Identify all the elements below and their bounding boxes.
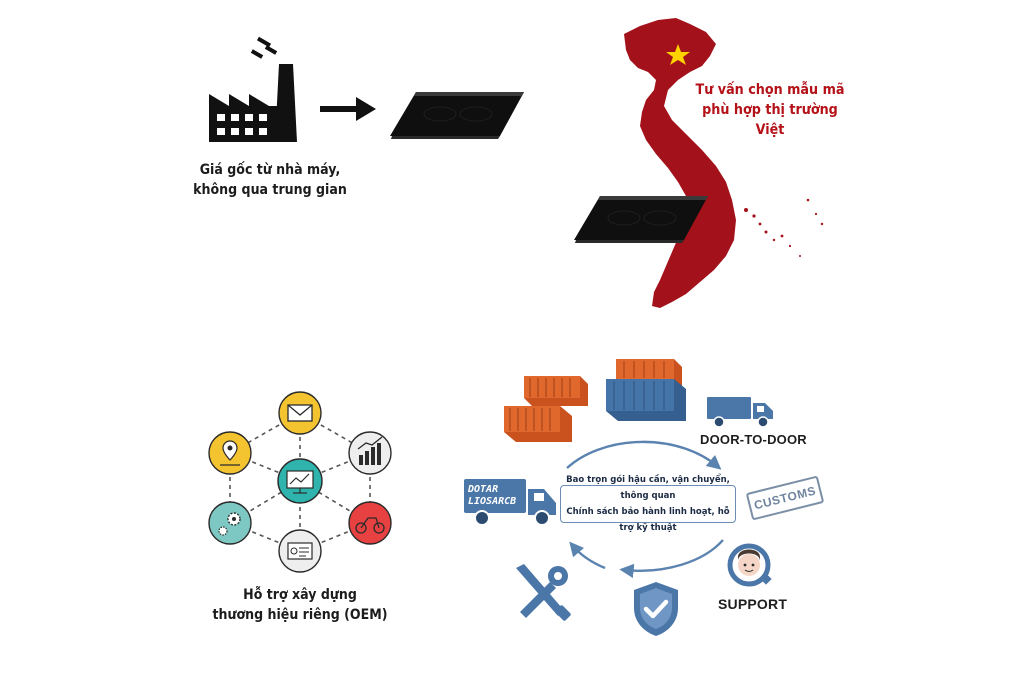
arrow-right-icon (320, 97, 376, 121)
shield-check-icon (634, 582, 678, 636)
presentation-icon (278, 529, 322, 573)
bar-chart-icon (348, 431, 392, 475)
induction-cooktop-image (574, 196, 708, 243)
door-to-door-label: DOOR-TO-DOOR (700, 432, 807, 447)
truck-text: DOTAR LIOSARCB (468, 484, 517, 507)
induction-cooktop-image (390, 92, 524, 139)
support-agent-icon (727, 543, 772, 587)
monitor-icon (277, 458, 323, 504)
factory-caption: Giá gốc từ nhà máy, không qua trung gian (193, 162, 347, 198)
gear-icon (208, 501, 252, 545)
support-label: SUPPORT (718, 596, 788, 612)
customs-stamp: CUSTOMS (745, 475, 825, 521)
email-icon (278, 391, 322, 435)
big-truck-icon (464, 479, 556, 526)
tools-icon (516, 564, 571, 621)
oem-caption: Hỗ trợ xây dựng thương hiệu riêng (OEM) (212, 587, 388, 623)
factory-icon (209, 36, 297, 142)
vietnam-map (624, 18, 824, 308)
logistics-info-box: Bao trọn gói hậu cần, vận chuyển, thông … (560, 475, 736, 533)
star-icon (666, 44, 690, 65)
shipping-containers-blue (606, 359, 686, 421)
delivery-truck-icon (707, 397, 773, 428)
vietnam-map-shape (624, 18, 736, 308)
location-icon (208, 431, 252, 475)
oem-network-diagram (208, 391, 392, 573)
bicycle-icon (348, 501, 392, 545)
shipping-containers-orange (504, 376, 588, 442)
map-caption: Tư vấn chọn mẫu mã phù hợp thị trường Vi… (695, 82, 845, 138)
cycle-arrows (566, 440, 724, 579)
